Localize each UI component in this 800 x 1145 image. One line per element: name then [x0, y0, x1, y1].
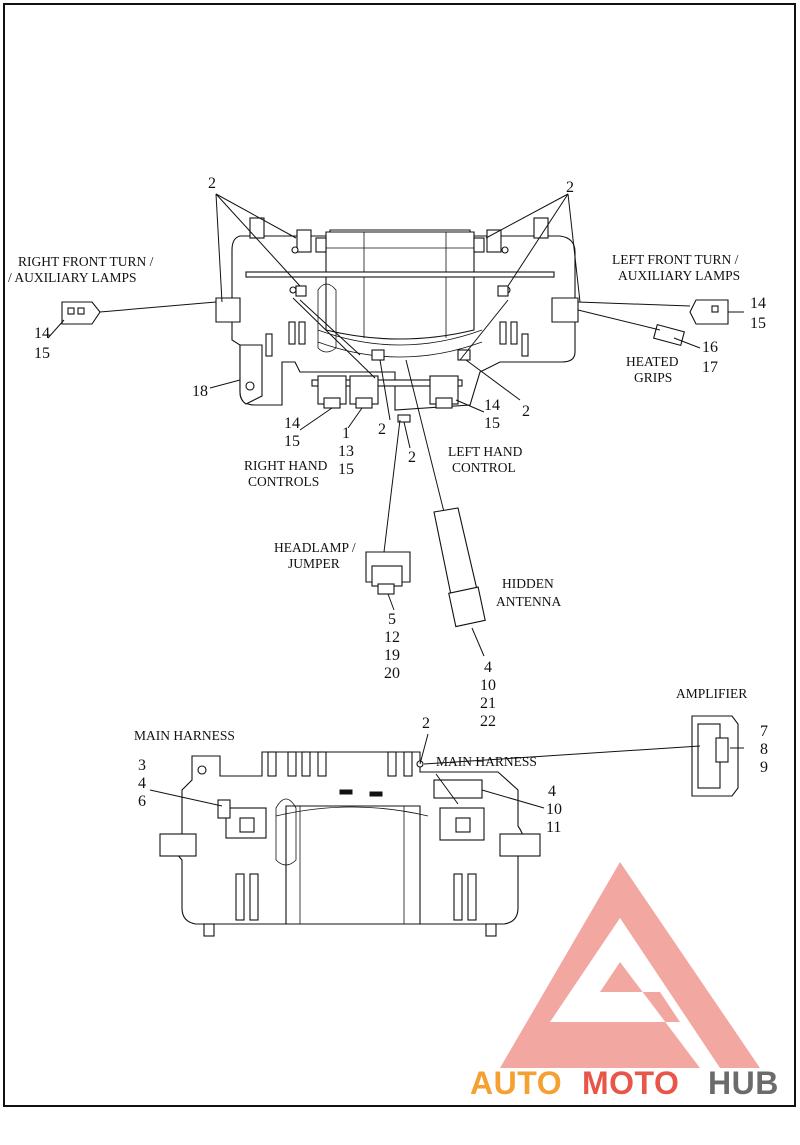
right-front-label-2: / AUXILIARY LAMPS [8, 270, 137, 285]
callout: 4 [484, 659, 492, 676]
callout: 19 [384, 647, 400, 664]
headlamp-jumper-connector [365, 419, 411, 611]
right-hand-controls-label-1: RIGHT HAND [244, 458, 328, 473]
callout: 18 [192, 383, 208, 400]
right-front-label-1: RIGHT FRONT TURN / [18, 254, 154, 269]
logo-text-auto: AUTO [470, 1065, 562, 1101]
main-harness-left-label: MAIN HARNESS [134, 728, 235, 743]
heated-grips-label-1: HEATED [626, 354, 679, 369]
callout: 14 [484, 397, 500, 414]
callout: 15 [750, 315, 766, 332]
callout: 14 [34, 325, 50, 342]
left-front-turn-connector [689, 299, 729, 325]
callout: 14 [284, 415, 300, 432]
callout: 16 [702, 339, 718, 356]
lower-leaders [149, 733, 545, 809]
callout: 4 [548, 783, 556, 800]
amplifier-label: AMPLIFIER [676, 686, 747, 701]
callout: 2 [408, 449, 416, 466]
right-front-turn-connector [61, 301, 101, 325]
callout: 10 [546, 801, 562, 818]
callout: 17 [702, 359, 718, 376]
heated-grips-label-2: GRIPS [634, 370, 672, 385]
hidden-antenna-connector [405, 359, 486, 657]
antenna-label-2: ANTENNA [496, 594, 561, 609]
callout: 8 [760, 741, 768, 758]
left-hand-control-label-2: CONTROL [452, 460, 516, 475]
upper-wires [99, 297, 691, 379]
callout: 4 [138, 775, 146, 792]
left-hand-control-label-1: LEFT HAND [448, 444, 523, 459]
callout: 12 [384, 629, 400, 646]
automotohub-logo: AUTO MOTO HUB [470, 862, 779, 1101]
left-front-label-1: LEFT FRONT TURN / [612, 252, 739, 267]
callout: 15 [338, 461, 354, 478]
antenna-label-1: HIDDEN [502, 576, 554, 591]
callout: 9 [760, 759, 768, 776]
callout: 14 [750, 295, 766, 312]
amplifier-connector [423, 715, 744, 797]
callout: 21 [480, 695, 496, 712]
callout: 2 [566, 179, 574, 196]
callout-numbers: 2 2 14 15 14 15 16 17 18 14 15 1 13 15 2… [34, 175, 768, 836]
callout: 10 [480, 677, 496, 694]
callout: 7 [760, 723, 768, 740]
callout: 15 [284, 433, 300, 450]
callout: 3 [138, 757, 146, 774]
callout: 1 [342, 425, 350, 442]
headlamp-label-1: HEADLAMP / [274, 540, 356, 555]
upper-leaders [47, 193, 744, 449]
callout: 15 [34, 345, 50, 362]
logo-text-moto: MOTO [582, 1065, 679, 1101]
callout: 20 [384, 665, 400, 682]
right-hand-controls-label-2: CONTROLS [248, 474, 319, 489]
headlamp-label-2: JUMPER [288, 556, 340, 571]
callout: 2 [522, 403, 530, 420]
callout: 15 [484, 415, 500, 432]
logo-text-hub: HUB [708, 1065, 779, 1101]
lower-bracket-assembly [159, 751, 541, 937]
callout: 5 [388, 611, 396, 628]
callout: 2 [208, 175, 216, 192]
page-border [3, 3, 796, 1107]
left-front-label-2: AUXILIARY LAMPS [618, 268, 740, 283]
logo-triangle [500, 862, 760, 1068]
callout: 2 [422, 715, 430, 732]
callout: 22 [480, 713, 496, 730]
callout: 13 [338, 443, 354, 460]
heated-grips-connector [652, 323, 686, 347]
callout: 2 [378, 421, 386, 438]
text-labels: RIGHT FRONT TURN / / AUXILIARY LAMPS LEF… [8, 252, 747, 769]
upper-bracket-assembly [215, 217, 579, 423]
callout: 6 [138, 793, 146, 810]
callout: 11 [546, 819, 561, 836]
main-harness-right-label: MAIN HARNESS [436, 754, 537, 769]
